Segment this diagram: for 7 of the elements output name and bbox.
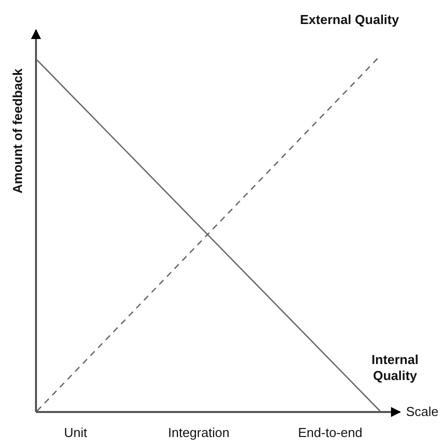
- line-label: External Quality: [300, 12, 399, 28]
- category-label: Unit: [64, 425, 88, 441]
- axis-title: Scale: [406, 404, 439, 420]
- line-label: Internal Quality: [370, 352, 420, 384]
- category-label: Integration: [168, 425, 230, 441]
- category-label: End-to-end: [298, 425, 362, 441]
- axis-title: Amount of feedback: [10, 68, 26, 196]
